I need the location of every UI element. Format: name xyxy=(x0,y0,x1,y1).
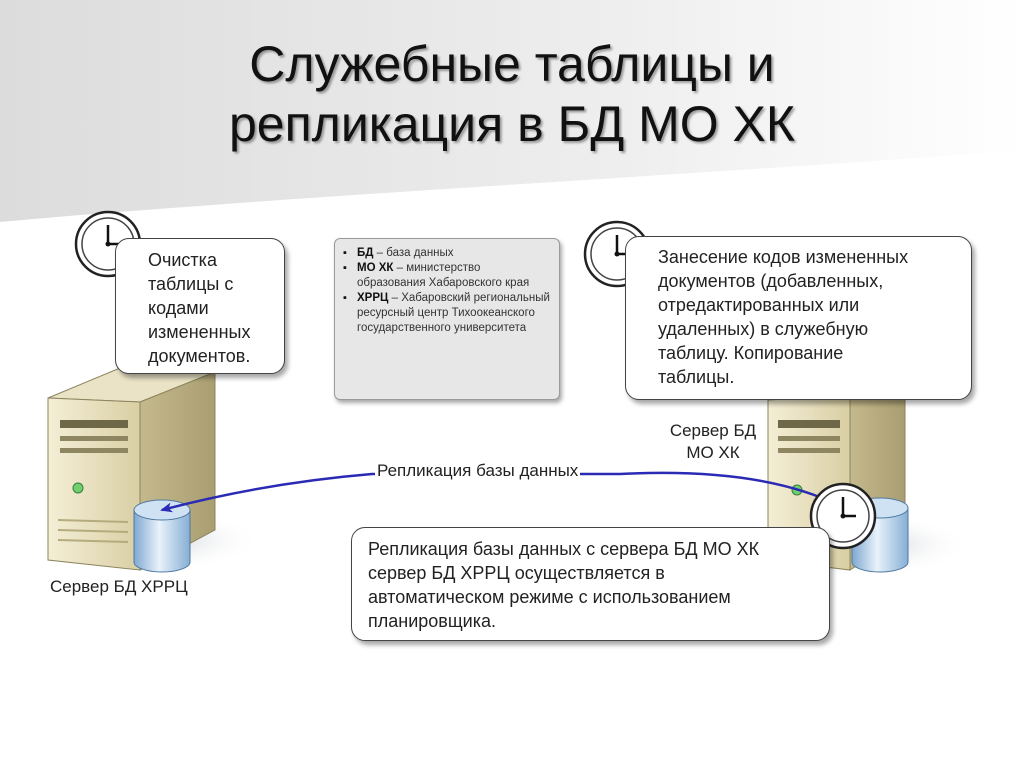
callout-line: Репликация базы данных с сервера БД МО Х… xyxy=(368,539,760,559)
callout-record-changes: Занесение кодов измененных документов (д… xyxy=(625,236,972,400)
title-line-2: репликация в БД МО ХК xyxy=(228,96,796,152)
callout-line: кодами xyxy=(148,298,209,318)
right-server-label: Сервер БД МО ХК xyxy=(650,420,776,464)
callout-line: таблицу. Копирование xyxy=(658,343,844,363)
callout-line: Занесение кодов измененных xyxy=(658,247,909,267)
callout-cleanup: Очистка таблицы с кодами измененных доку… xyxy=(115,238,285,374)
clock-icon xyxy=(809,482,877,550)
callout-line: таблицы с xyxy=(148,274,234,294)
replication-arrow xyxy=(160,471,841,513)
legend-item: МО ХК – министерство образования Хабаров… xyxy=(343,261,551,291)
legend-box: БД – база данных МО ХК – министерство об… xyxy=(334,238,560,400)
legend-item: ХРРЦ – Хабаровский региональный ресурсны… xyxy=(343,291,551,336)
callout-line: Очистка xyxy=(148,250,217,270)
legend-item: БД – база данных xyxy=(343,246,551,261)
title-line-1: Служебные таблицы и xyxy=(249,36,775,92)
callout-line: планировщика. xyxy=(368,611,496,631)
callout-line: документов. xyxy=(148,346,251,366)
callout-line: удаленных) в служебную xyxy=(658,319,869,339)
page-title: Служебные таблицы и репликация в БД МО Х… xyxy=(0,34,1024,154)
legend-text: – министерство образования Хабаровского … xyxy=(357,262,530,289)
background-swoosh xyxy=(0,0,1024,222)
callout-line: автоматическом режиме с использованием xyxy=(368,587,731,607)
left-server-label: Сервер БД ХРРЦ xyxy=(50,577,188,596)
callout-line: сервер БД ХРРЦ осуществляется в xyxy=(368,563,665,583)
callout-replication: Репликация базы данных с сервера БД МО Х… xyxy=(351,527,830,641)
legend-term: МО ХК xyxy=(357,262,394,274)
left-database-icon xyxy=(133,499,191,573)
legend-term: ХРРЦ xyxy=(357,292,389,304)
legend-text: – Хабаровский региональный ресурсный цен… xyxy=(357,292,550,334)
legend-term: БД xyxy=(357,247,374,259)
right-server-label-line-2: МО ХК xyxy=(686,443,740,462)
legend-text: – база данных xyxy=(376,247,454,259)
callout-line: таблицы. xyxy=(658,367,735,387)
left-server-icon xyxy=(40,367,260,572)
callout-line: отредактированных или xyxy=(658,295,860,315)
callout-line: документов (добавленных, xyxy=(658,271,884,291)
callout-line: измененных xyxy=(148,322,251,342)
right-server-label-line-1: Сервер БД xyxy=(669,421,757,440)
arrow-label: Репликация базы данных xyxy=(375,460,581,482)
